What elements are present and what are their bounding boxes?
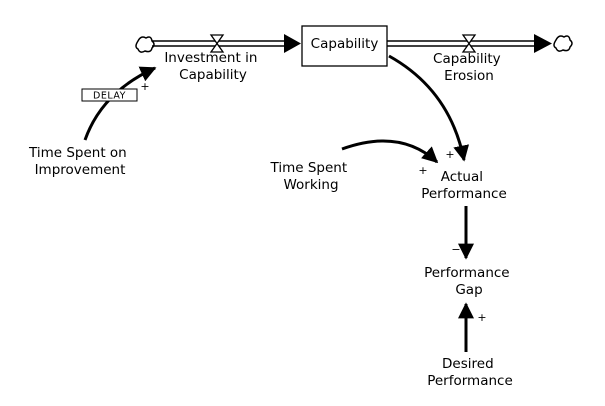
inflow-valve-icon — [209, 34, 225, 53]
capability-stock — [301, 25, 388, 67]
desired-performance-label: Desired Performance — [427, 356, 513, 389]
delay-box — [81, 88, 138, 102]
polarity-improvement-investment: + — [140, 80, 149, 93]
investment-flow-label-line2: Capability — [179, 67, 247, 83]
performance-gap-line1: Performance — [424, 265, 510, 281]
time-working-line1: Time Spent — [270, 160, 348, 176]
time-working-label: Time Spent Working — [270, 160, 352, 193]
polarity-working-actual: + — [418, 164, 427, 177]
polarity-capability-actual: + — [445, 148, 454, 161]
actual-performance-line2: Performance — [421, 186, 507, 202]
time-improvement-line1: Time Spent on — [28, 145, 127, 161]
outflow-valve-icon — [461, 34, 477, 53]
actual-performance-label: Actual Performance — [421, 169, 507, 202]
actual-performance-line1: Actual — [441, 169, 483, 185]
source-cloud-icon — [135, 36, 155, 53]
desired-performance-line2: Performance — [427, 373, 513, 389]
investment-flow-label: Investment in Capability — [164, 50, 261, 83]
link-capability-to-actual — [388, 54, 470, 162]
investment-flow-label-line1: Investment in — [164, 50, 257, 66]
link-improvement-to-investment — [83, 66, 157, 141]
sink-cloud-icon — [553, 35, 573, 52]
performance-gap-line2: Gap — [455, 282, 482, 298]
polarity-actual-gap: − — [451, 243, 460, 256]
delay-label: DELAY — [93, 91, 126, 102]
performance-gap-label: Performance Gap — [424, 265, 514, 298]
erosion-flow-label-line1: Capability — [433, 51, 501, 67]
time-improvement-line2: Improvement — [35, 162, 126, 178]
time-improvement-label: Time Spent on Improvement — [28, 145, 131, 178]
capability-stock-label: Capability — [311, 36, 379, 52]
erosion-flow-label: Capability Erosion — [433, 51, 505, 84]
desired-performance-line1: Desired — [442, 356, 494, 372]
erosion-flow-label-line2: Erosion — [444, 68, 494, 84]
outflow-pipe — [387, 34, 552, 53]
time-working-line2: Working — [283, 177, 338, 193]
inflow-pipe — [152, 34, 301, 53]
polarity-desired-gap: + — [477, 311, 486, 324]
link-working-to-actual — [341, 139, 439, 164]
